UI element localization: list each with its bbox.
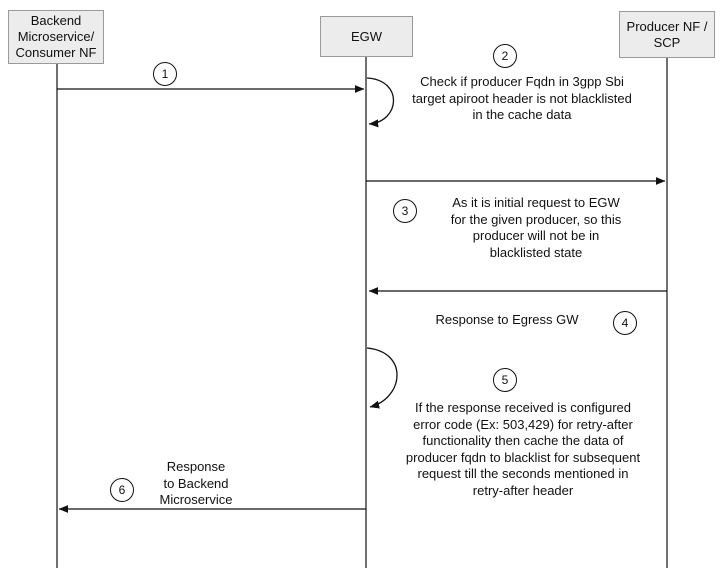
self-message-arrow-2 bbox=[366, 77, 395, 128]
message-label-5: If the response received is configured e… bbox=[405, 400, 641, 498]
step-marker-1: 1 bbox=[153, 62, 177, 86]
message-label-2: Check if producer Fqdn in 3gpp Sbi targe… bbox=[412, 74, 632, 122]
step-marker-5: 5 bbox=[493, 368, 517, 392]
participant-egw[interactable]: EGW bbox=[320, 16, 413, 57]
step-marker-3: 3 bbox=[393, 199, 417, 223]
step-marker-2: 2 bbox=[493, 44, 517, 68]
message-label-4: Response to Egress GW bbox=[435, 312, 579, 327]
participant-backend-microservice-consumer-nf[interactable]: Backend Microservice/ Consumer NF bbox=[8, 10, 104, 64]
step-marker-4: 4 bbox=[613, 311, 637, 335]
message-label-3: As it is initial request to EGW for the … bbox=[450, 195, 622, 260]
participant-producer-nf-scp[interactable]: Producer NF / SCP bbox=[619, 11, 715, 58]
self-message-arrow-5 bbox=[366, 347, 398, 409]
step-marker-6: 6 bbox=[110, 478, 134, 502]
message-label-6: Response to Backend Microservice bbox=[159, 459, 233, 507]
